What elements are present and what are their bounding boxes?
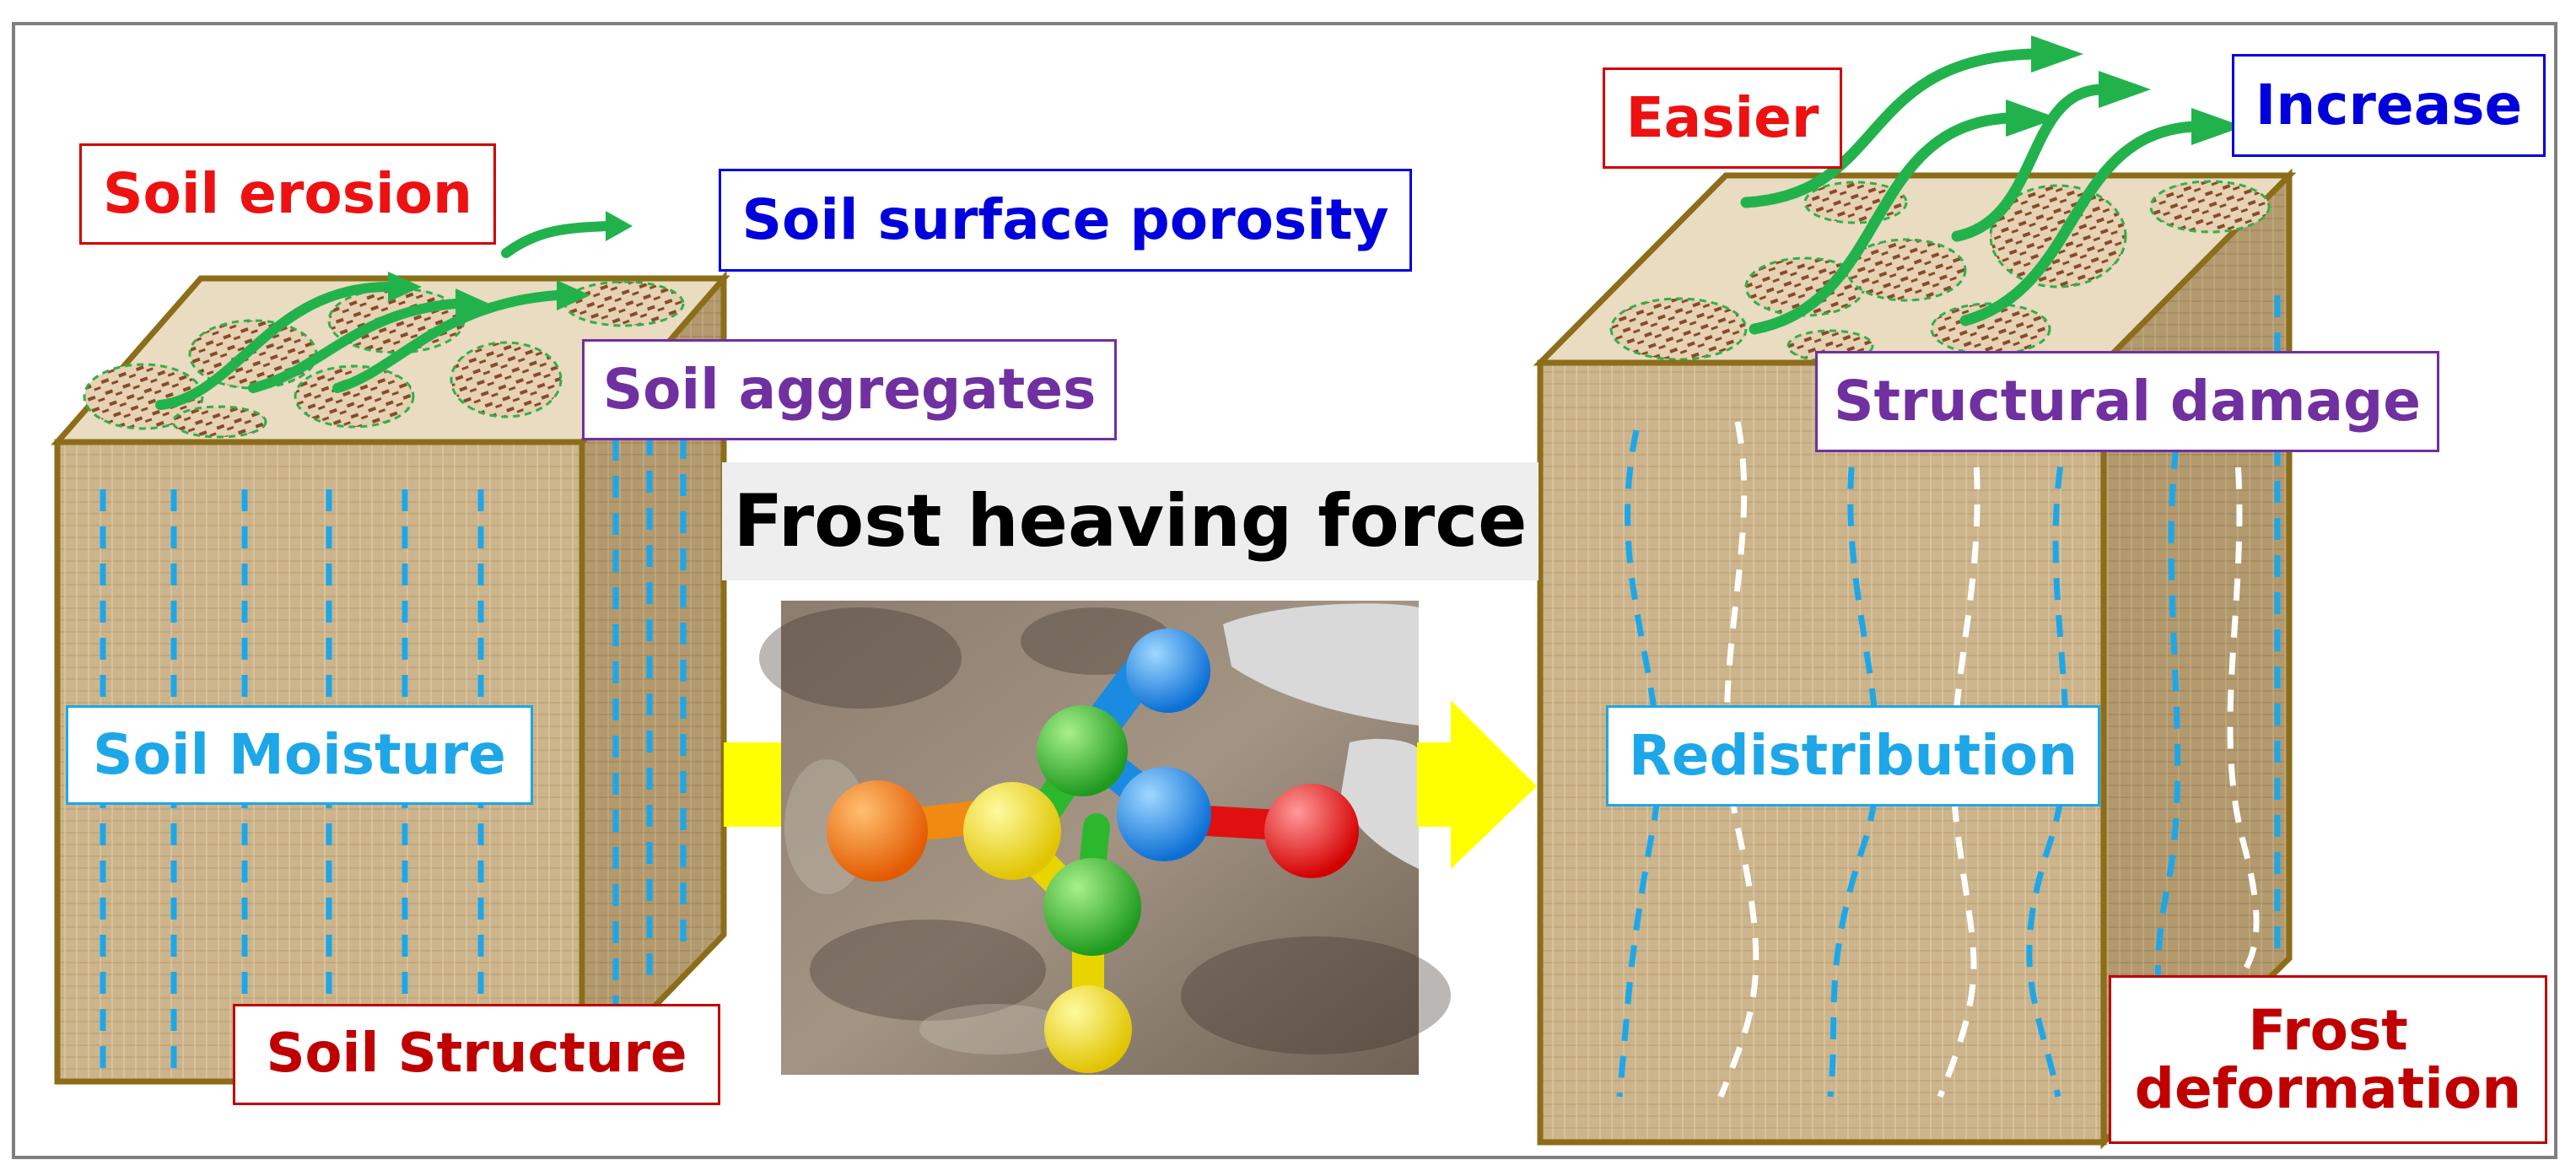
- soil-aggregates-label: Soil aggregates: [582, 339, 1117, 440]
- soil-erosion-label: Soil erosion: [79, 143, 496, 245]
- left-green-flow-arrows: [155, 221, 612, 410]
- soil-moisture-label: Soil Moisture: [66, 705, 533, 805]
- redistribution-label: Redistribution: [1606, 705, 2100, 806]
- yellow-right-arrow-icon: [1417, 700, 1537, 869]
- soil-structure-label: Soil Structure: [233, 1004, 720, 1105]
- left-yellow-bar: [724, 742, 783, 827]
- increase-label: Increase: [2232, 54, 2546, 157]
- frost-heaving-force-title: Frost heaving force: [722, 462, 1539, 580]
- frost-deformation-line1: Frost: [2248, 997, 2408, 1063]
- left-green-arrowheads: [388, 211, 633, 319]
- right-green-arrowheads: [2006, 35, 2244, 145]
- right-top-aggregates: [1609, 180, 2271, 363]
- structural-damage-label: Structural damage: [1815, 351, 2439, 452]
- center-process: [724, 601, 1537, 1075]
- right-green-flow-arrows: [1740, 48, 2199, 335]
- left-moisture-lines: [100, 363, 687, 1071]
- frost-deformation-line2: deformation: [2134, 1056, 2522, 1121]
- easier-label: Easier: [1603, 67, 1842, 169]
- frost-deformation-label: Frost deformation: [2109, 975, 2547, 1144]
- molecule-icon: [827, 628, 1359, 1073]
- soil-surface-porosity-label: Soil surface porosity: [719, 169, 1412, 272]
